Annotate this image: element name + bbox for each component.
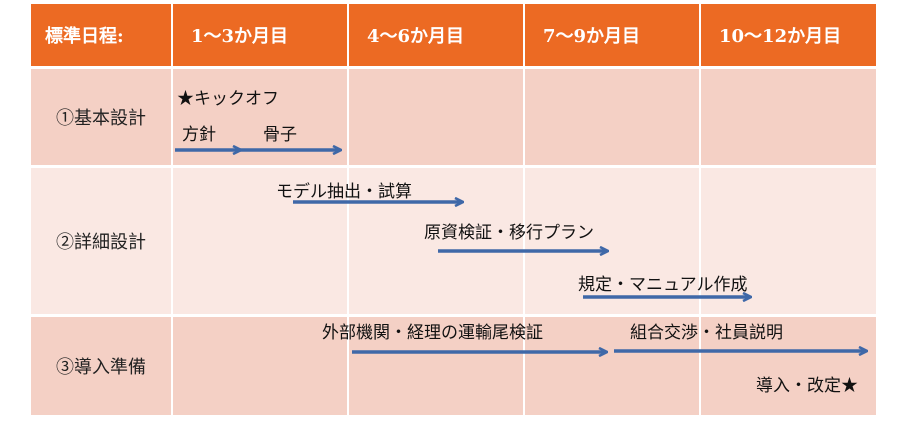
task-kickoff: ★キックオフ	[177, 89, 279, 109]
task-introduction-revision: 導入・改定★	[756, 376, 858, 396]
task-model-extraction: モデル抽出・試算	[276, 182, 412, 202]
row-label-detailed-design: ②詳細設計	[56, 232, 146, 253]
column-divider	[699, 4, 701, 415]
header-period-1: 1〜3か月目	[173, 4, 347, 66]
task-external-verification: 外部機関・経理の運輸尾検証	[322, 323, 543, 343]
row-divider	[31, 165, 876, 168]
task-union-negotiation: 組合交渉・社員説明	[630, 323, 783, 343]
task-fund-verification: 原資検証・移行プラン	[424, 223, 594, 243]
column-divider	[171, 4, 173, 415]
column-divider	[523, 4, 525, 415]
task-houshin: 方針	[182, 125, 216, 145]
task-rules-manual: 規定・マニュアル作成	[578, 275, 748, 295]
row-divider	[31, 314, 876, 317]
column-divider	[347, 4, 349, 415]
row-label-implementation-prep: ③導入準備	[56, 357, 146, 378]
row-label-basic-design: ①基本設計	[56, 108, 146, 129]
task-kosshi: 骨子	[263, 125, 297, 145]
header-period-2: 4〜6か月目	[349, 4, 523, 66]
schedule-table: 標準日程: 1〜3か月目 4〜6か月目 7〜9か月目 10〜12か月目 ①基本設…	[31, 4, 876, 415]
header-period-4: 10〜12か月目	[701, 4, 876, 66]
header-period-3: 7〜9か月目	[525, 4, 699, 66]
header-schedule-label: 標準日程:	[31, 4, 171, 66]
row-divider	[31, 66, 876, 69]
